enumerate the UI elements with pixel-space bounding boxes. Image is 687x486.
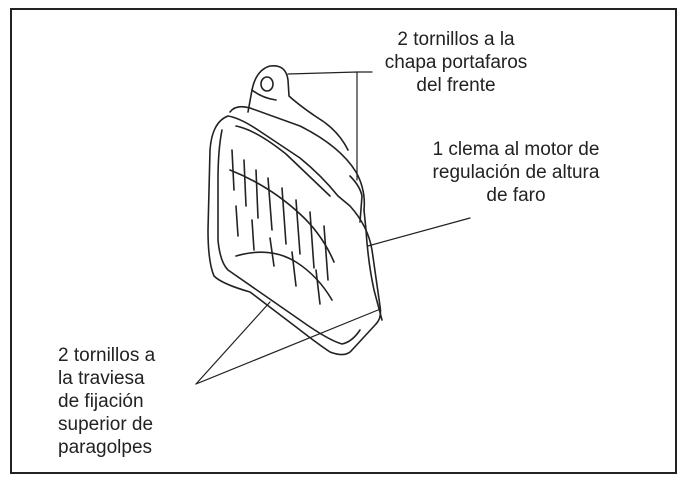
callout-middle-right: 1 clema al motor de regulación de altura…: [396, 138, 636, 207]
callout-top-right-line-3: del frente: [416, 75, 496, 96]
lamp-lens: [207, 115, 382, 356]
leader-line-middle: [367, 217, 471, 247]
mounting-tab: [247, 64, 319, 119]
callout-bottom-left-line-2: la traviesa: [58, 368, 145, 389]
diagram-frame: [10, 8, 677, 474]
callout-top-right-line-1: 2 tornillos a la: [397, 29, 515, 50]
callout-middle-right-line-1: 1 clema al motor de: [432, 139, 600, 160]
leader-line-bottom-b: [195, 309, 379, 385]
callout-middle-right-line-2: regulación de altura: [432, 162, 600, 183]
callout-bottom-left-line-1: 2 tornillos a: [58, 345, 156, 366]
callout-top-right-line-2: chapa portafaros: [384, 52, 528, 73]
callout-top-right: 2 tornillos a la chapa portafaros del fr…: [356, 28, 556, 97]
leader-line-bottom-a: [195, 301, 271, 385]
callout-bottom-left: 2 tornillos a la traviesa de fijación su…: [58, 344, 208, 459]
callout-bottom-left-line-3: de fijación: [58, 391, 144, 412]
callout-bottom-left-line-5: paragolpes: [58, 437, 153, 458]
callout-bottom-left-line-4: superior de: [58, 414, 154, 435]
callout-middle-right-line-3: de faro: [486, 185, 546, 206]
leader-lines: [195, 71, 471, 385]
